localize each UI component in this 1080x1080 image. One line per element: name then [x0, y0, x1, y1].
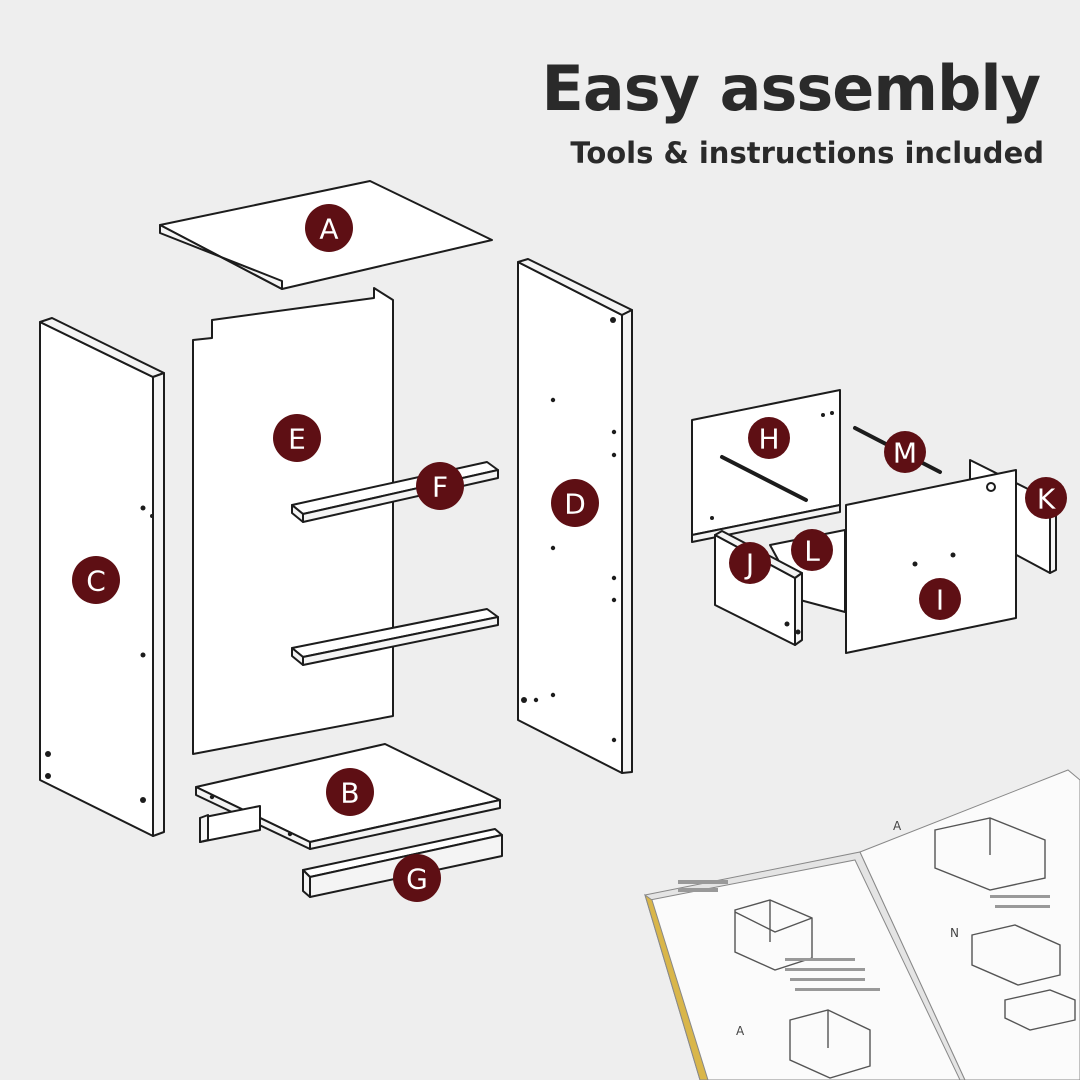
- badge-c: C: [72, 556, 120, 604]
- part-i-drawer-front: [845, 469, 1017, 654]
- badge-i: I: [919, 578, 961, 620]
- instruction-booklet-image: A N A: [644, 769, 1080, 1080]
- svg-text:K: K: [1037, 483, 1056, 516]
- base-plinth: [199, 805, 261, 843]
- badge-a: A: [305, 204, 353, 252]
- svg-text:I: I: [936, 584, 944, 617]
- badge-k: K: [1025, 477, 1067, 519]
- page-subtitle: Tools & instructions included: [570, 136, 1044, 170]
- svg-text:D: D: [564, 488, 586, 521]
- svg-text:C: C: [86, 565, 106, 598]
- badge-h: H: [748, 417, 790, 459]
- badge-l: L: [791, 529, 833, 571]
- part-e-back-panel: [192, 287, 394, 755]
- svg-text:L: L: [804, 535, 820, 568]
- badge-b: B: [326, 768, 374, 816]
- svg-text:B: B: [340, 777, 359, 810]
- drawer-rod-h: [720, 455, 808, 502]
- badge-e: E: [273, 414, 321, 462]
- svg-text:H: H: [758, 423, 779, 456]
- badge-d: D: [551, 479, 599, 527]
- badge-m: M: [884, 431, 926, 473]
- svg-text:E: E: [288, 423, 306, 456]
- svg-text:A: A: [893, 819, 902, 833]
- part-h-drawer-back: [691, 389, 841, 543]
- badge-f: F: [416, 462, 464, 510]
- badge-j: J: [729, 542, 771, 584]
- svg-text:A: A: [736, 1024, 745, 1038]
- svg-text:F: F: [432, 471, 448, 504]
- svg-text:J: J: [744, 548, 754, 581]
- svg-text:A: A: [319, 213, 338, 246]
- page-title: Easy assembly: [541, 52, 1041, 125]
- svg-text:N: N: [950, 926, 959, 940]
- badge-g: G: [393, 854, 441, 902]
- shelf-rail-lower: [291, 608, 499, 666]
- svg-text:M: M: [893, 437, 917, 470]
- svg-text:G: G: [406, 863, 428, 896]
